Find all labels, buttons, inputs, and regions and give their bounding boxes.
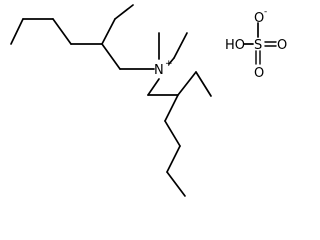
- hydroxyl-label: HO: [225, 38, 245, 53]
- bond-butyl2-upper: [52, 18, 72, 45]
- sulfur-label: S: [254, 38, 262, 53]
- bond-ethyl2-upper: [114, 4, 134, 20]
- bond-butyl4-upper: [10, 18, 24, 45]
- nitrogen-charge: +: [165, 59, 173, 69]
- cation: N +: [10, 4, 212, 197]
- oxygen-bottom-label: O: [254, 66, 264, 81]
- bond-ethyl2-n: [173, 32, 188, 59]
- oxygen-right-label: O: [277, 38, 287, 53]
- bond-butyl2-lower: [164, 120, 181, 147]
- oxygen-top-label: O: [254, 11, 264, 26]
- oxygen-top-charge: -: [264, 7, 267, 17]
- upper-ethylhexyl-chain: [10, 4, 155, 70]
- nitrogen-label: N: [154, 63, 164, 78]
- anion: HO S O - O O: [225, 7, 287, 81]
- bond-ch-ethyl1-upper: [101, 18, 116, 45]
- bond-butyl1-lower: [164, 94, 179, 122]
- bond-ch-ethyl1-lower: [177, 71, 197, 96]
- lower-ethylhexyl-chain: [147, 71, 212, 197]
- bond-butyl3-lower: [166, 145, 181, 173]
- chemical-structure: N + HO S O - O O: [10, 4, 287, 197]
- bond-ethyl2-lower: [195, 71, 212, 97]
- bond-n-ch2-lower: [147, 78, 160, 96]
- bond-butyl4-lower: [166, 171, 186, 197]
- bond-ch2-ch-upper: [101, 43, 121, 70]
- bond-n-ethyl1: [168, 57, 175, 65]
